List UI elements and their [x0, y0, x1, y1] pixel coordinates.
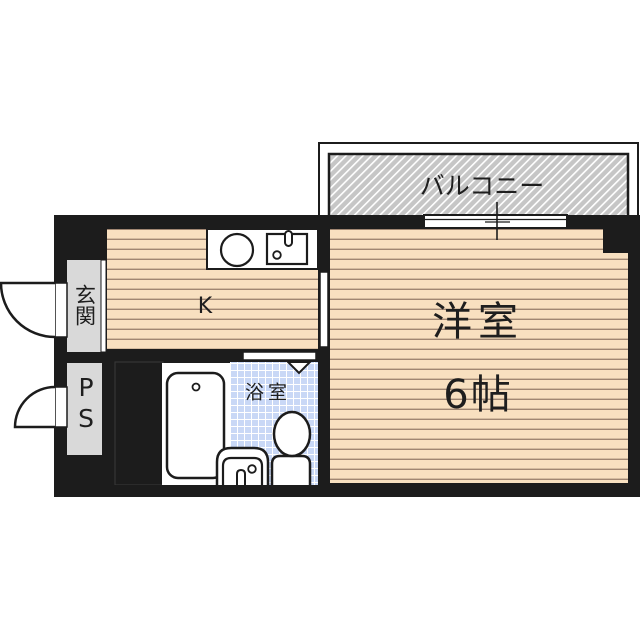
ps-door-icon	[13, 385, 68, 429]
western-room-floor	[330, 229, 628, 483]
bath-label: 浴室	[244, 381, 292, 404]
stove-icon	[219, 232, 255, 268]
tub-drain-icon	[191, 382, 201, 392]
western-room-size-label: 6帖	[443, 372, 513, 418]
bottom-wall	[54, 485, 640, 497]
pipe-space-label: PS	[71, 373, 101, 435]
wash-basin-icon	[215, 446, 270, 486]
western-room-label: 洋室	[432, 299, 524, 345]
kitchen-door	[319, 271, 329, 348]
pipe-space	[67, 363, 102, 455]
entrance-step	[100, 259, 107, 353]
bath-door-swing-icon	[285, 361, 313, 375]
window	[423, 202, 568, 240]
toilet-icon	[270, 410, 312, 486]
kitchen-label: K	[197, 294, 213, 319]
bath-door	[242, 351, 317, 361]
pillar	[603, 229, 628, 253]
bathtub-icon	[165, 371, 226, 480]
kitchen-counter	[206, 228, 319, 270]
entrance-floor	[67, 260, 101, 352]
entrance-label: 玄関	[72, 284, 97, 326]
balcony-label: バルコニー	[419, 171, 545, 201]
balcony	[318, 142, 639, 224]
entry-door-icon	[0, 281, 68, 339]
drain-icon	[272, 250, 282, 260]
bathroom	[162, 351, 318, 486]
faucet-icon	[284, 230, 293, 247]
